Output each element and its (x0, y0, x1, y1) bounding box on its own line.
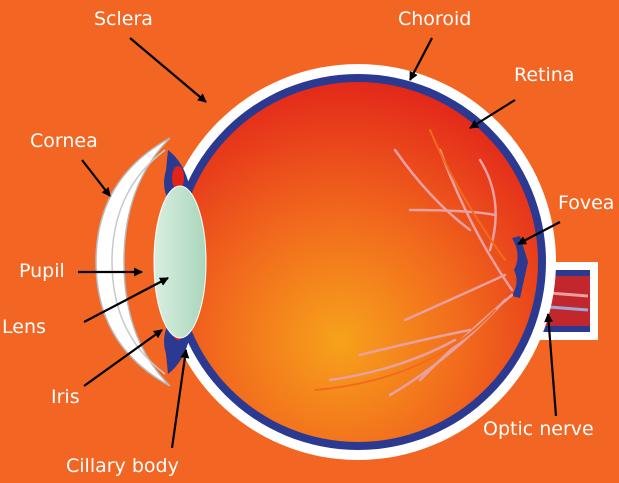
arrow-sclera (130, 38, 206, 102)
label-optic-nerve: Optic nerve (483, 420, 594, 439)
retina (178, 82, 538, 442)
label-cornea: Cornea (30, 132, 98, 151)
lens (154, 186, 206, 338)
label-fovea: Fovea (558, 194, 614, 213)
label-lens: Lens (2, 318, 46, 337)
label-pupil: Pupil (19, 262, 65, 281)
arrow-cornea (82, 160, 110, 196)
label-iris: Iris (51, 388, 80, 407)
label-cillary-body: Cillary body (66, 457, 179, 476)
arrow-choroid (410, 38, 432, 80)
label-choroid: Choroid (398, 10, 471, 29)
label-retina: Retina (514, 66, 574, 85)
label-sclera: Sclera (94, 10, 153, 29)
